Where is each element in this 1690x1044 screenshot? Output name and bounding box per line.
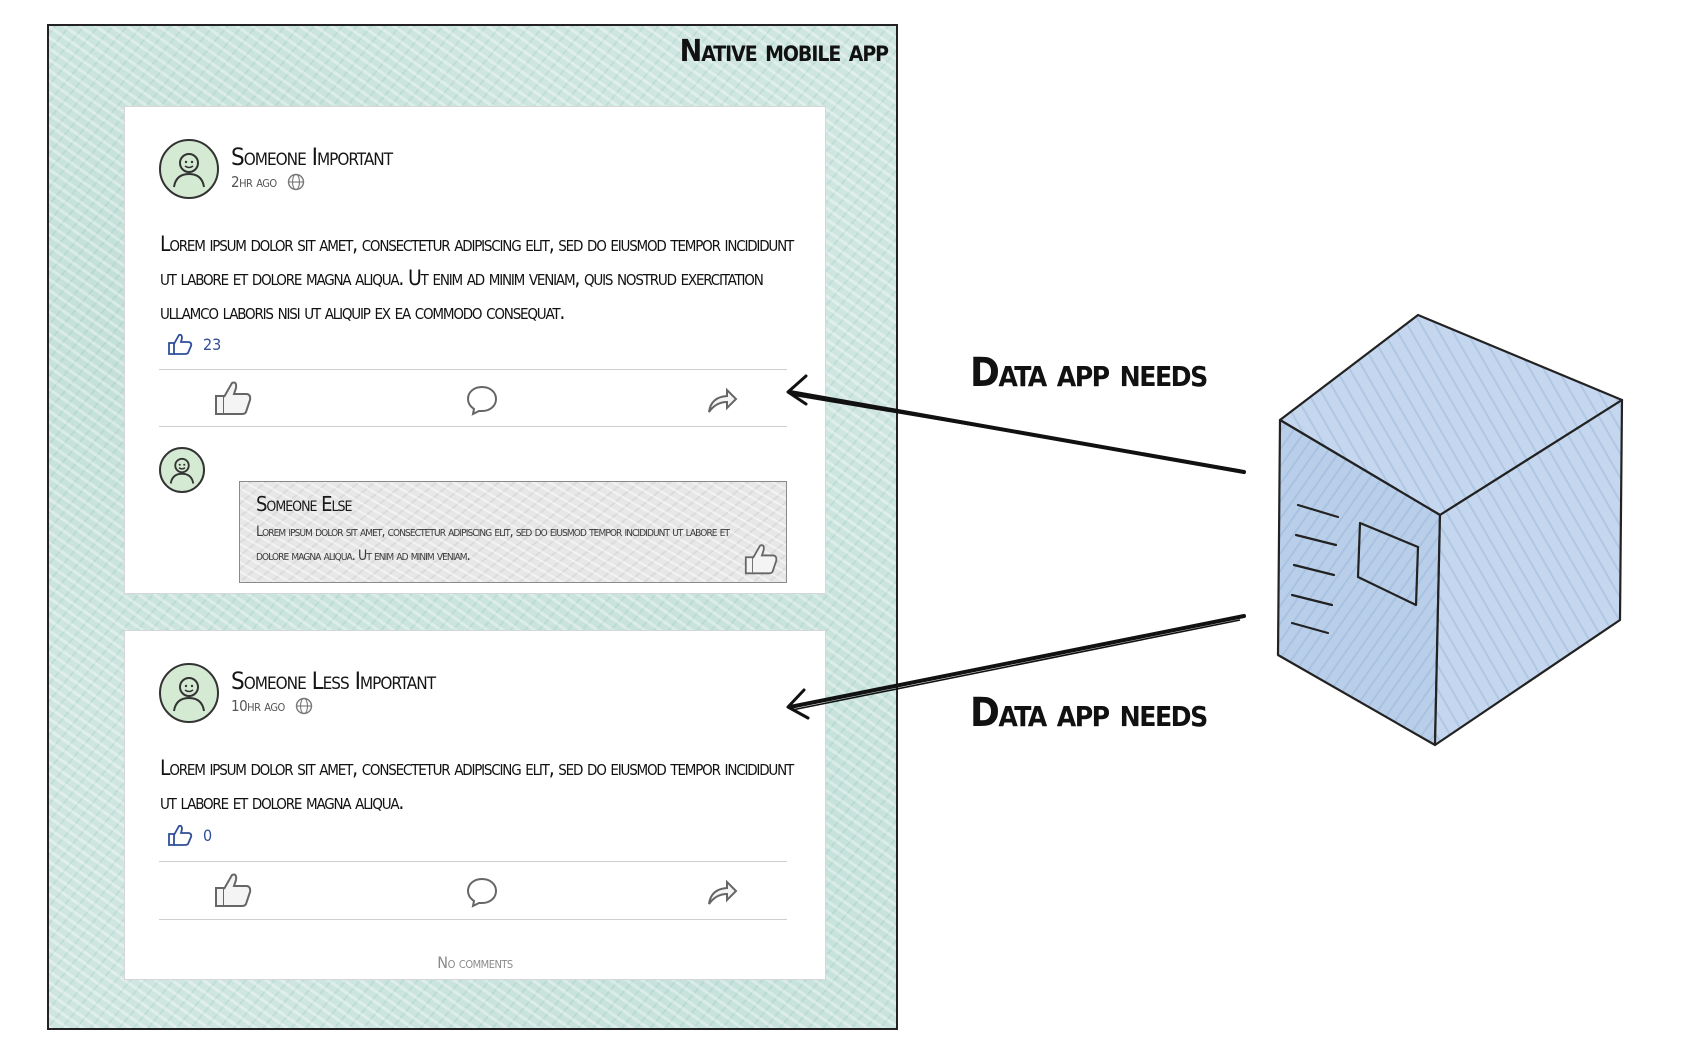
- post-card: Someone Less Important 10hr ago Lorem ip…: [124, 630, 826, 980]
- no-comments-text: No comments: [437, 953, 513, 972]
- globe-icon: [295, 697, 313, 715]
- person-avatar-icon[interactable]: [159, 139, 219, 199]
- post-time: 2hr ago: [231, 173, 277, 191]
- globe-icon: [287, 173, 304, 191]
- person-avatar-icon[interactable]: [159, 663, 219, 723]
- post-body: Lorem ipsum dolor sit amet, consectetur …: [160, 756, 794, 814]
- comment-like-button[interactable]: [742, 542, 780, 576]
- divider: [159, 861, 787, 862]
- app-frame-title: Native mobile app: [679, 34, 889, 69]
- comment-button[interactable]: [465, 875, 499, 909]
- mobile-app-frame: Native mobile app Someone Important 2hr …: [47, 24, 898, 1030]
- arrow-to-post-2: [786, 614, 1246, 720]
- post-meta: 2hr ago: [231, 173, 305, 191]
- post-card: Someone Important 2hr ago Lorem ipsum do…: [124, 106, 826, 594]
- comment-author[interactable]: Someone Else: [256, 492, 353, 516]
- like-count: 0: [167, 823, 212, 847]
- arrow-to-post-1: [786, 374, 1246, 474]
- post-author[interactable]: Someone Less Important: [231, 667, 436, 695]
- server-cube-icon: [1276, 313, 1624, 747]
- post-meta: 10hr ago: [231, 697, 313, 715]
- like-button[interactable]: [213, 379, 253, 417]
- divider: [159, 426, 787, 427]
- share-button[interactable]: [705, 385, 739, 415]
- like-count: 23: [167, 332, 221, 356]
- arrow-label: Data app needs: [970, 350, 1208, 396]
- share-button[interactable]: [705, 877, 739, 907]
- divider: [159, 369, 787, 370]
- thumbs-up-icon: [168, 333, 193, 355]
- post-body: Lorem ipsum dolor sit amet, consectetur …: [160, 232, 794, 324]
- like-button[interactable]: [213, 871, 253, 909]
- thumbs-up-icon: [168, 824, 193, 846]
- like-count-value: 23: [203, 334, 222, 354]
- arrow-label: Data app needs: [970, 690, 1208, 736]
- comment-text: Lorem ipsum dolor sit amet, consectetur …: [256, 524, 730, 564]
- post-time: 10hr ago: [231, 697, 285, 715]
- post-author[interactable]: Someone Important: [231, 143, 393, 171]
- like-count-value: 0: [203, 825, 213, 845]
- comment-button[interactable]: [465, 383, 499, 417]
- divider: [159, 919, 787, 920]
- comment: Someone Else Lorem ipsum dolor sit amet,…: [239, 481, 787, 583]
- person-avatar-icon[interactable]: [159, 447, 205, 493]
